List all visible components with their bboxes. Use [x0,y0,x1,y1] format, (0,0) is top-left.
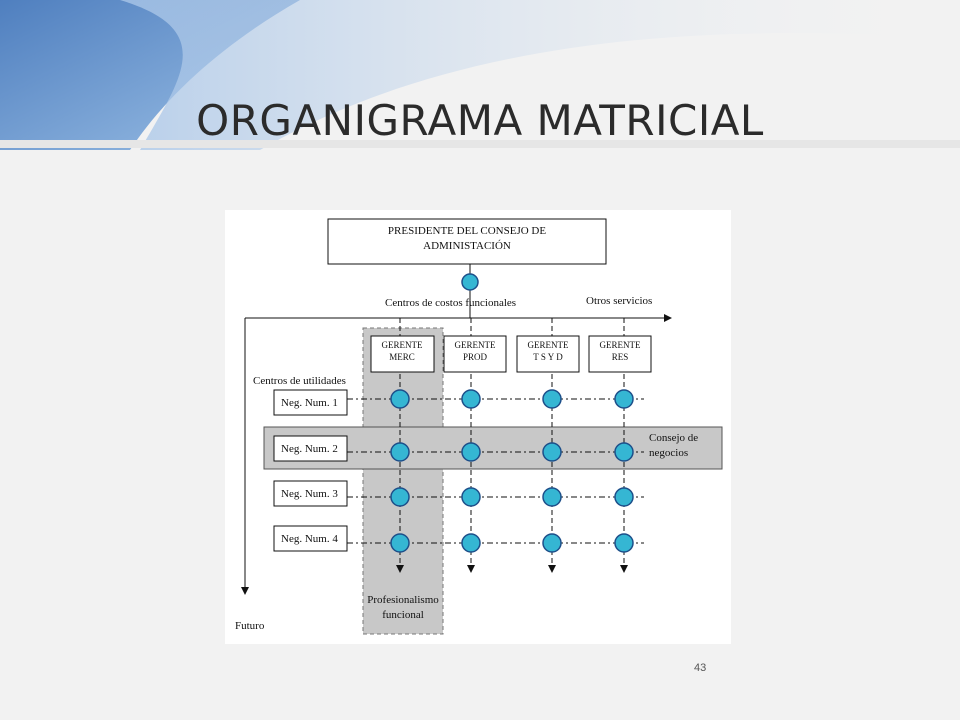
svg-text:GERENTE: GERENTE [382,340,423,350]
node-r2-c2 [461,442,481,462]
other-services-label: Otros servicios [586,295,652,307]
president-label-line2: ADMINISTACIÓN [423,240,511,252]
node-r3-c3 [542,487,562,507]
svg-text:GERENTE: GERENTE [600,340,641,350]
svg-text:Neg. Num. 3: Neg. Num. 3 [281,488,338,500]
node-r1-c3 [542,389,562,409]
node-r4-c2 [461,533,481,553]
node-r3-c1 [390,487,410,507]
matrix-nodes [390,389,634,553]
svg-text:GERENTE: GERENTE [455,340,496,350]
business-3: Neg. Num. 3 [273,480,348,507]
president-box [327,218,607,265]
profit-centers-label: Centros de utilidades [253,375,346,387]
manager-tsyd: GERENTE T S Y D [516,335,580,373]
node-r1-c2 [461,389,481,409]
svg-text:MERC: MERC [389,352,415,362]
manager-prod: GERENTE PROD [443,335,507,373]
node-r2-c4 [614,442,634,462]
row-lines [347,398,644,544]
manager-res: GERENTE RES [588,335,652,373]
manager-mktg: GERENTE MERC [370,335,435,373]
future-label: Futuro [235,620,265,632]
functional-professionalism-label-line2: funcional [382,609,424,621]
svg-text:PROD: PROD [463,352,488,362]
slide-title: ORGANIGRAMA MATRICIAL [196,96,764,145]
business-council-label-line2: negocios [649,447,688,459]
business-2: Neg. Num. 2 [273,435,348,462]
business-1: Neg. Num. 1 [273,389,348,416]
svg-text:GERENTE: GERENTE [528,340,569,350]
node-r1-c4 [614,389,634,409]
matrix-org-chart: PRESIDENTE DEL CONSEJO DE ADMINISTACIÓN … [225,210,731,644]
president-node [461,273,479,291]
svg-text:Neg. Num. 1: Neg. Num. 1 [281,397,338,409]
node-r4-c3 [542,533,562,553]
page-number: 43 [694,662,707,674]
functional-professionalism-band [362,327,444,635]
node-r1-c1 [390,389,410,409]
org-chart-svg: PRESIDENTE DEL CONSEJO DE ADMINISTACIÓN … [235,218,723,635]
functional-cost-centers-label: Centros de costos funcionales [385,297,516,309]
functional-professionalism-label-line1: Profesionalismo [367,594,439,606]
node-r2-c1 [390,442,410,462]
node-r4-c1 [390,533,410,553]
node-r3-c4 [614,487,634,507]
svg-text:T S Y D: T S Y D [533,352,563,362]
node-r2-c3 [542,442,562,462]
business-council-label-line1: Consejo de [649,432,698,444]
business-4: Neg. Num. 4 [273,525,348,552]
svg-text:Neg. Num. 2: Neg. Num. 2 [281,443,338,455]
node-r3-c2 [461,487,481,507]
svg-text:Neg. Num. 4: Neg. Num. 4 [281,533,338,545]
president-label-line1: PRESIDENTE DEL CONSEJO DE [388,225,546,237]
svg-text:RES: RES [612,352,629,362]
node-r4-c4 [614,533,634,553]
